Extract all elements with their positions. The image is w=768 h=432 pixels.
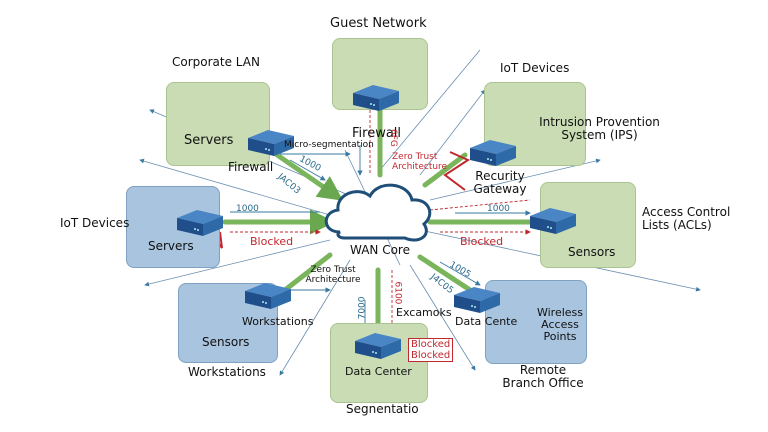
iot-top-device-label: Recurity Gateway <box>473 169 527 197</box>
guest-device-label: Firewall <box>352 126 402 141</box>
right-1000-label: 1000 <box>487 204 510 214</box>
left-1000-label: 1000 <box>236 204 259 214</box>
corporate-device-label: Firewall <box>228 160 274 174</box>
remote-title: Remote Branch Office <box>502 363 584 391</box>
acl-inner: Sensors <box>568 245 616 259</box>
datacenter-device-icon <box>355 333 401 359</box>
remote-inner: Wireless Access Points <box>536 306 584 344</box>
acl-title: Access Control Lists (ACLs) <box>642 205 731 233</box>
zero-trust-top-label: Zero Trust Architecture <box>392 152 448 172</box>
dc-6100-label: 6100 <box>392 281 403 305</box>
acl-device-icon <box>530 208 576 234</box>
remote-device-label: Data Cente <box>455 315 518 328</box>
workstations-device-label: Workstations <box>242 315 314 328</box>
remote-device-icon <box>454 287 500 313</box>
right-blocked-label: Blocked <box>460 235 504 248</box>
datacenter-title: Segnentatio <box>346 402 419 416</box>
security-gateway-device-icon <box>470 140 516 166</box>
guest-title: Guest Network <box>330 16 427 31</box>
guest-firewall-device-icon <box>353 85 399 111</box>
zero-trust-bottom-label: Zero Trust Architecture <box>305 265 361 285</box>
cloud-icon <box>324 183 432 242</box>
dc-7000-label: 7000 <box>357 296 368 320</box>
workstations-title: Workstations <box>188 365 266 379</box>
datacenter-inner: Data Center <box>345 365 412 378</box>
firewall-device-icon <box>248 130 294 156</box>
breach-zigzag-top <box>443 151 471 191</box>
workstations-inner: Sensors <box>202 335 250 349</box>
wan-core-label: WAN Core <box>350 243 410 257</box>
iot-top-inner: Intrusion Provention System (IPS) <box>539 115 660 143</box>
iot-left-inner: Servers <box>148 239 194 253</box>
micro-seg-label: Micro-segmentation <box>284 140 374 150</box>
dc-blocked-1: Blocked <box>411 339 451 350</box>
corporate-title: Corporate LAN <box>172 55 260 69</box>
corporate-inner: Servers <box>184 133 234 148</box>
iot-top-title: IoT Devices <box>500 61 570 75</box>
zone-corporate <box>166 82 270 166</box>
dc-blocked-2: Blocked <box>411 350 451 361</box>
zone-remote <box>485 280 587 364</box>
green-links <box>222 102 543 348</box>
workstation-device-icon <box>245 283 291 309</box>
excamoks-label: Excamoks <box>396 306 452 319</box>
guest-vertical-label: 6FG <box>387 129 398 147</box>
iot-device-icon <box>177 210 223 236</box>
zone-datacenter <box>330 323 428 403</box>
iot-left-title: IoT Devices <box>60 216 130 230</box>
left-blocked-label: Blocked <box>250 235 294 248</box>
